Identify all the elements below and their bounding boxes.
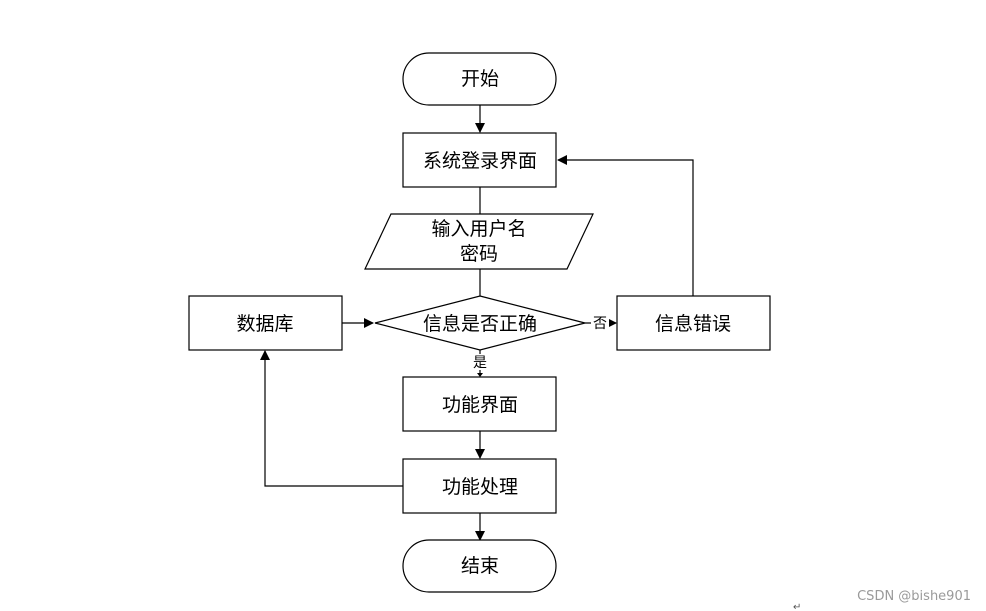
node-start-label: 开始	[461, 68, 499, 90]
node-login: 系统登录界面	[402, 132, 557, 188]
node-function-ui: 功能界面	[402, 376, 557, 432]
node-function-proc-label: 功能处理	[442, 476, 518, 498]
edge-label-no: 否	[593, 316, 607, 332]
node-function-proc: 功能处理	[402, 458, 557, 514]
node-input-label-line2: 密码	[460, 243, 498, 265]
edge-function-proc-to-database	[260, 350, 403, 487]
node-error: 信息错误	[616, 295, 771, 351]
node-function-ui-label: 功能界面	[442, 394, 518, 416]
node-decision: 信息是否正确	[374, 295, 586, 351]
edge-yes-arrowhead	[477, 373, 483, 377]
node-end-label: 结束	[461, 555, 499, 577]
node-error-label: 信息错误	[655, 313, 731, 335]
node-start: 开始	[402, 52, 557, 106]
node-input-label-line1: 输入用户名	[431, 218, 526, 240]
node-input: 输入用户名 密码	[364, 213, 594, 270]
edge-label-yes: 是	[473, 355, 487, 371]
node-end: 结束	[402, 539, 557, 593]
node-login-label: 系统登录界面	[423, 150, 537, 172]
node-database-label: 数据库	[236, 313, 293, 335]
watermark: CSDN @bishe901	[857, 589, 971, 604]
edge-error-to-login	[557, 155, 694, 296]
return-mark: ↵	[793, 602, 801, 611]
node-decision-label: 信息是否正确	[423, 313, 537, 335]
node-database: 数据库	[188, 295, 343, 351]
